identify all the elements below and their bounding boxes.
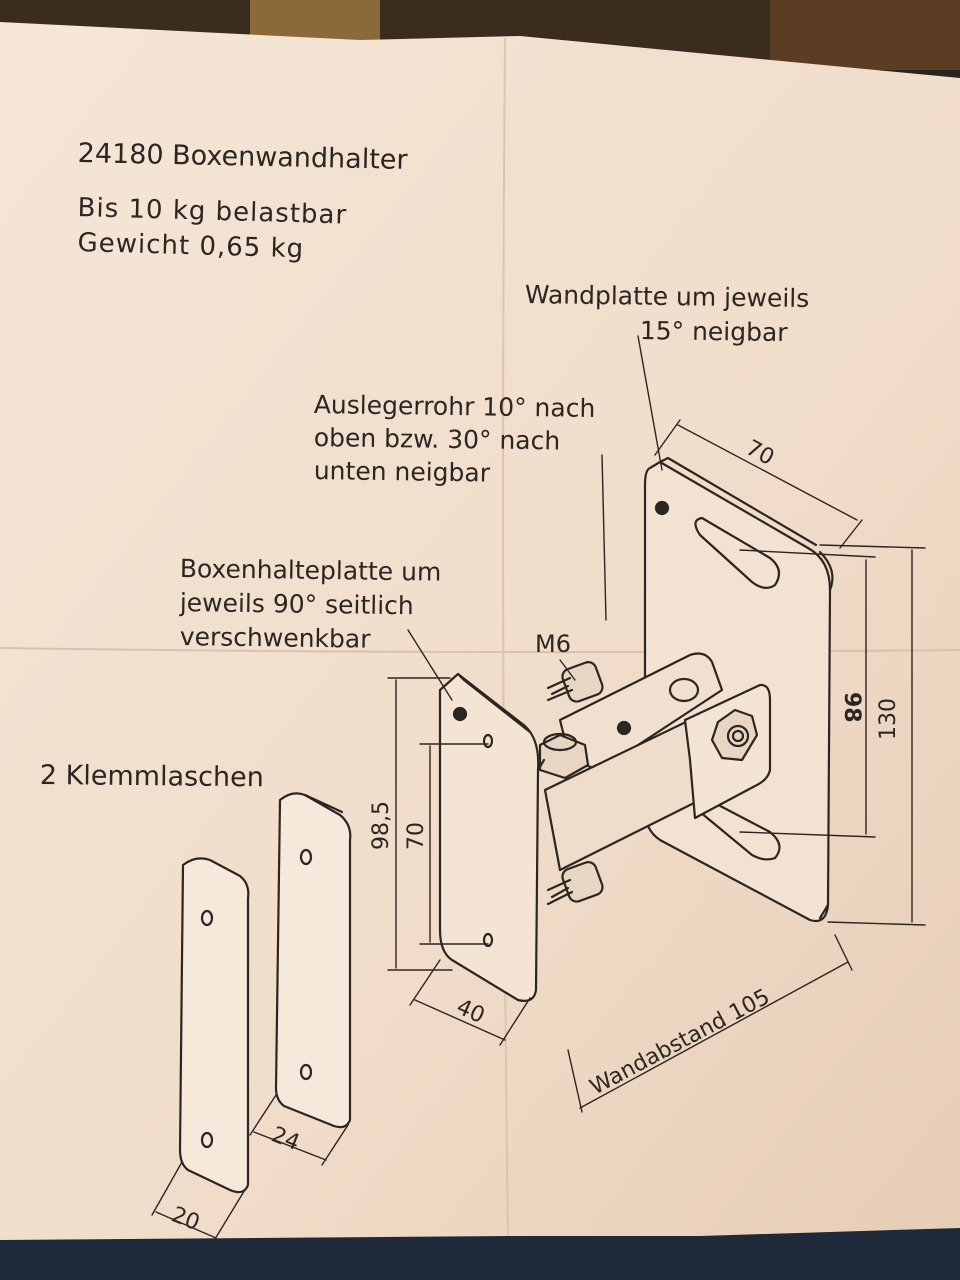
note-screw: M6: [535, 630, 571, 658]
dim-40: [409, 959, 531, 1046]
dim-70-top: [654, 419, 863, 549]
spec-load: Bis 10 kg belastbar: [77, 193, 348, 231]
clamp-plate-b: [178, 857, 250, 1194]
pivot-bolt: [538, 732, 590, 780]
dim-70-side-label: 70: [404, 822, 429, 850]
m6-screw-bottom: [546, 861, 604, 906]
dot-box-plate: [452, 706, 468, 722]
dim-98-5-label: 98,5: [369, 801, 394, 850]
note-box-plate-line3: verschwenkbar: [179, 622, 371, 654]
dot-arm: [616, 720, 632, 736]
note-arm-line1: Auslegerrohr 10° nach: [313, 390, 596, 423]
spec-weight: Gewicht 0,65 kg: [77, 228, 305, 265]
dim-98-5: [387, 677, 489, 971]
leader-m6: [559, 659, 576, 681]
box-holder-plate: [438, 672, 546, 1002]
clamp-plate-a: [274, 792, 352, 1129]
leader-wall-plate: [637, 335, 663, 471]
leader-box-plate: [407, 629, 453, 701]
arm-tube: [543, 652, 772, 872]
leader-arm: [601, 454, 607, 621]
dim-98-label: 98: [839, 692, 864, 723]
dim-105: [567, 934, 853, 1113]
m6-screw-top: [546, 661, 604, 703]
note-arm-line2: oben bzw. 30° nach: [313, 423, 561, 456]
dim-98: [739, 549, 876, 838]
dot-wall-plate: [654, 500, 670, 516]
note-wall-plate-line2: 15° neigbar: [639, 316, 788, 348]
note-arm-line3: unten neigbar: [313, 456, 491, 488]
document-title: 24180 Boxenwandhalter: [77, 138, 408, 176]
dim-24: [249, 1094, 349, 1166]
fold-vertical: [502, 37, 509, 1237]
dim-20: [151, 1161, 247, 1245]
note-clamps: 2 Klemmlaschen: [39, 760, 264, 794]
note-box-plate-line1: Boxenhalteplatte um: [179, 554, 442, 587]
note-box-plate-line2: jeweils 90° seitlich: [179, 588, 414, 621]
hex-nut: [710, 708, 759, 762]
dim-130-label: 130: [876, 698, 901, 740]
brass-object: [250, 0, 380, 40]
note-wall-plate-line1: Wandplatte um jeweils: [524, 280, 810, 313]
wood-block: [770, 0, 960, 70]
wall-plate: [643, 456, 834, 923]
dim-130: [819, 544, 926, 926]
